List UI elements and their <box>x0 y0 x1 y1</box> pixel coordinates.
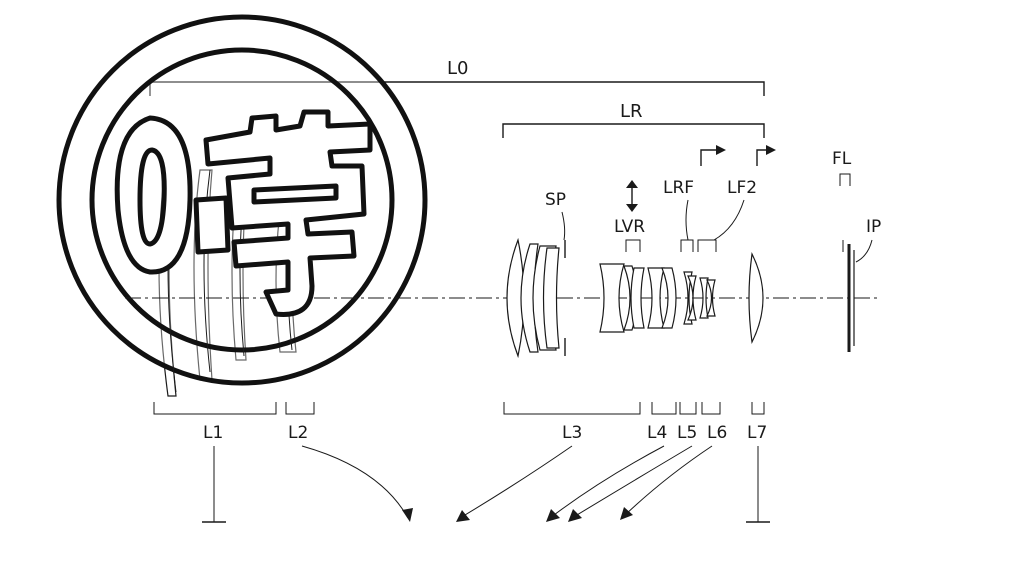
lens-group-l5 <box>683 271 697 325</box>
bracket-l0 <box>149 81 765 96</box>
label-l3: L3 <box>562 423 582 443</box>
leader-lf2 <box>713 199 745 241</box>
label-l2: L2 <box>288 423 308 443</box>
trajectory-l3 <box>456 445 573 522</box>
lens-group-l3 <box>506 237 560 359</box>
lens-group-l6 <box>699 277 716 319</box>
label-l0: L0 <box>447 58 468 79</box>
label-l1: L1 <box>203 423 223 443</box>
trajectory-l6 <box>620 445 713 520</box>
watermark-stamp: 0噂 <box>0 0 428 393</box>
lens-group-l4 <box>647 267 677 329</box>
trajectory-l4 <box>546 445 665 522</box>
bracket-lrf <box>680 239 694 252</box>
label-l6: L6 <box>707 423 727 443</box>
fixed-symbol-l7 <box>746 446 770 523</box>
trajectory-l2 <box>301 445 413 522</box>
vibration-arrow-lvr <box>626 180 638 212</box>
label-fl: FL <box>832 149 852 169</box>
label-l4: L4 <box>647 423 667 443</box>
label-lr: LR <box>620 101 643 122</box>
label-l5: L5 <box>677 423 697 443</box>
label-sp: SP <box>545 190 566 210</box>
leader-ip <box>855 239 873 263</box>
stamp-text: 0噂 <box>0 0 2 1</box>
label-l7: L7 <box>747 423 767 443</box>
focus-arrow-lrf <box>700 145 726 166</box>
lens-group-lvr <box>599 263 645 333</box>
label-lvr: LVR <box>614 217 645 237</box>
label-lrf: LRF <box>663 178 694 198</box>
label-lf2: LF2 <box>727 178 757 198</box>
bracket-fl <box>839 173 851 186</box>
bracket-l3 <box>503 402 641 415</box>
bracket-lf2 <box>697 239 717 252</box>
image-plane <box>842 240 855 352</box>
leader-lrf <box>685 199 689 241</box>
bracket-l5 <box>679 402 697 415</box>
trajectory-l5 <box>568 445 693 522</box>
bracket-l2 <box>285 402 315 415</box>
bracket-lvr <box>625 239 641 252</box>
bracket-l7 <box>751 402 765 415</box>
lens-group-l7 <box>748 251 764 345</box>
label-ip: IP <box>866 217 881 237</box>
focus-arrow-lf2 <box>756 145 776 166</box>
bracket-l4 <box>651 402 677 415</box>
bracket-lr <box>502 123 765 138</box>
bracket-l6 <box>701 402 721 415</box>
bracket-l1 <box>153 402 277 415</box>
leader-sp <box>561 211 566 241</box>
fixed-symbol-l1 <box>202 446 226 523</box>
